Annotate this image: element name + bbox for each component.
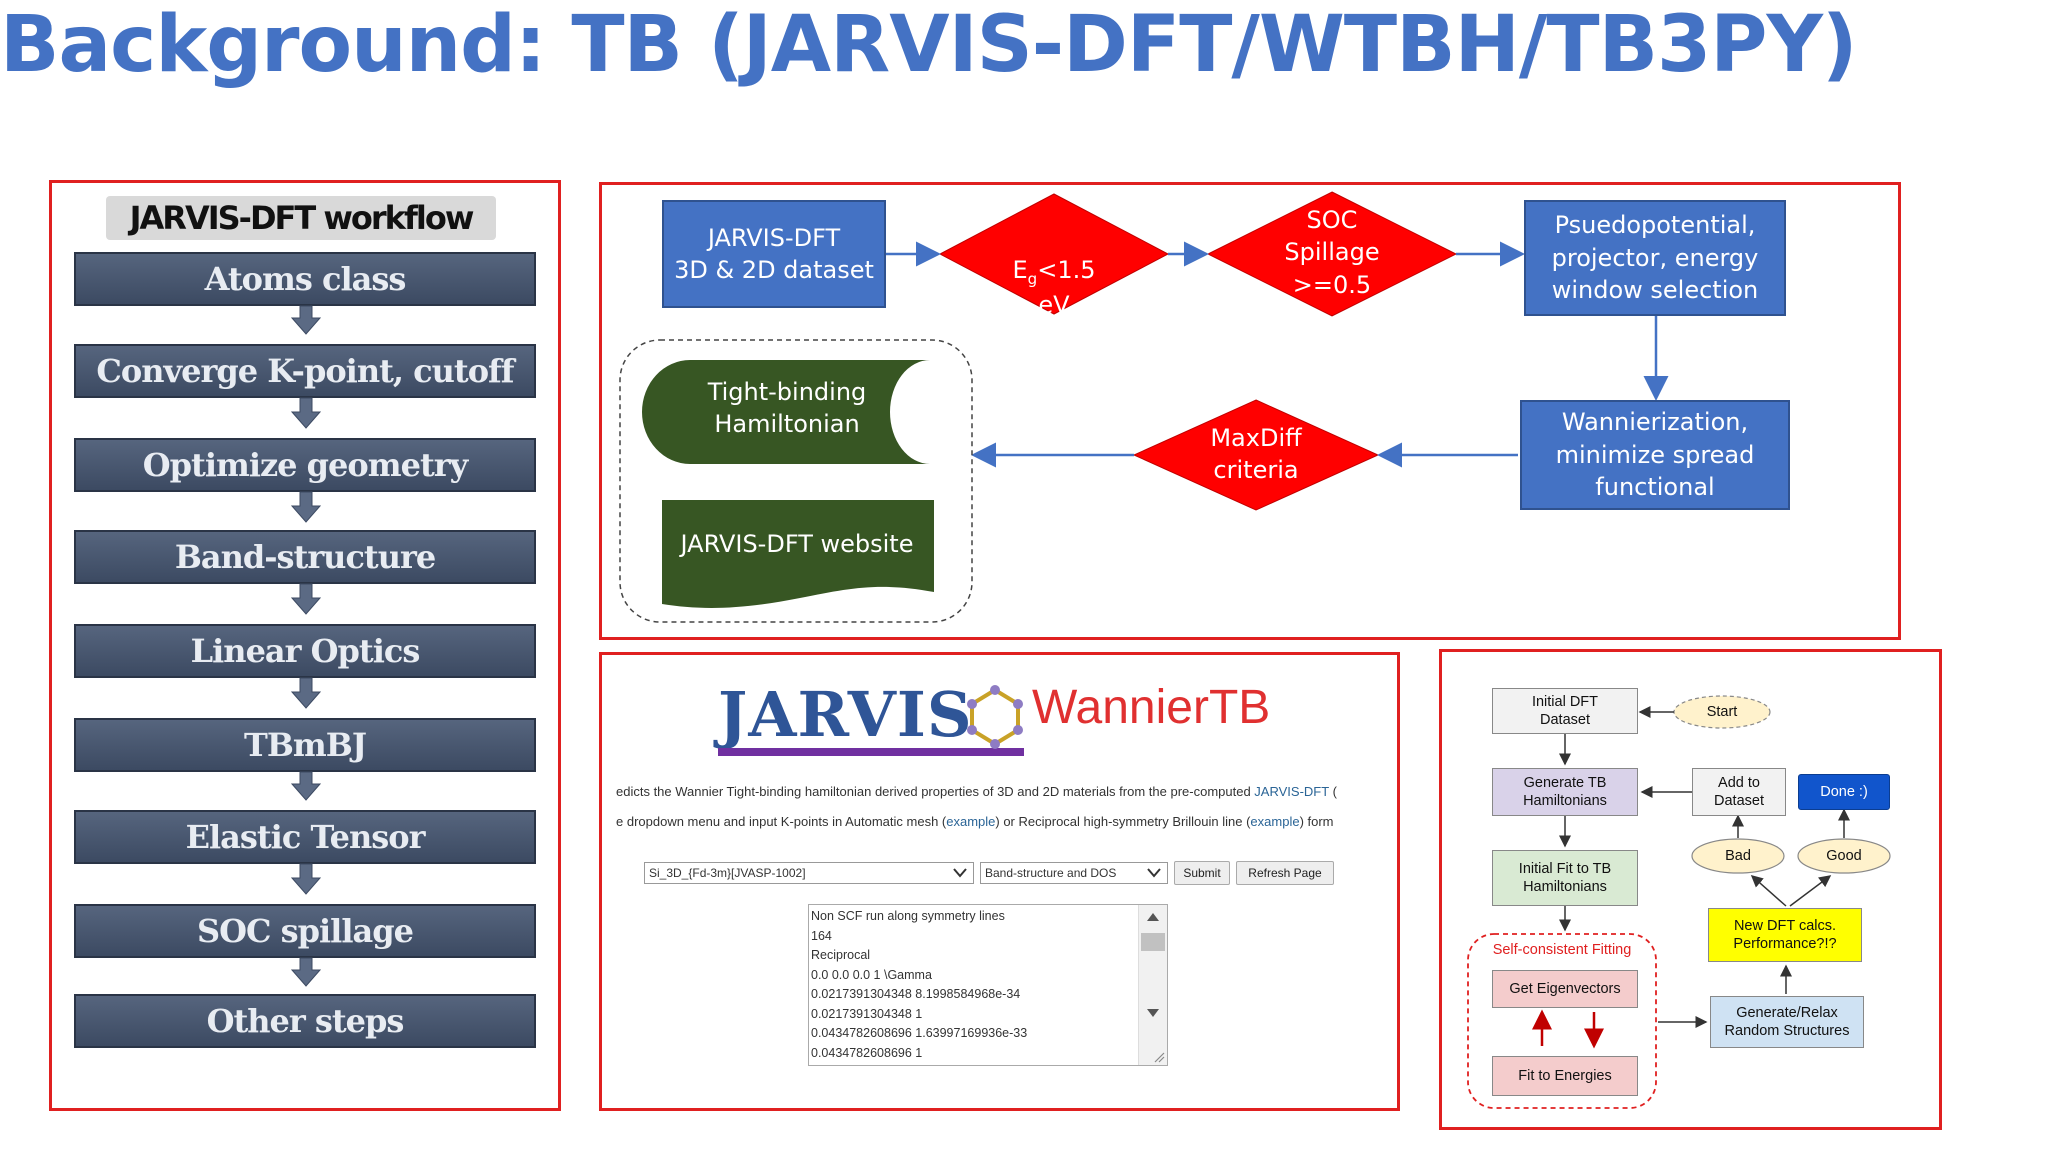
molecule-logo-icon — [967, 685, 1023, 749]
soc-diamond — [1206, 191, 1458, 317]
workflow-panel — [49, 180, 561, 1111]
workflow-step-other: Other steps — [74, 994, 536, 1048]
jarvis-logo-text: JARVIS — [718, 678, 973, 751]
resize-grip-icon[interactable] — [1153, 1051, 1165, 1063]
arrow-newdft-to-bad — [1750, 875, 1787, 907]
website-label: JARVIS-DFT website — [680, 530, 914, 558]
mode-select[interactable]: Band-structure and DOS — [980, 862, 1168, 884]
workflow-arrow — [290, 583, 322, 615]
kpoints-line: 0.0434782608696 1 — [811, 1045, 923, 1060]
example-link-reciprocal[interactable]: example — [1250, 814, 1300, 829]
initial-dft-dataset-box: Initial DFT Dataset — [1492, 688, 1638, 734]
workflow-step-linear-optics: Linear Optics — [74, 624, 536, 678]
instruction-text: e dropdown menu and input K-points in Au… — [616, 814, 947, 829]
workflow-arrow — [290, 957, 322, 987]
description-line-2: e dropdown menu and input K-points in Au… — [616, 814, 1370, 829]
material-select-value: Si_3D_{Fd-3m}[JVASP-1002] — [649, 866, 806, 880]
submit-button[interactable]: Submit — [1174, 861, 1230, 885]
initial-fit-box: Initial Fit to TB Hamiltonians — [1492, 850, 1638, 906]
mode-select-value: Band-structure and DOS — [985, 866, 1117, 880]
description-text: edicts the Wannier Tight-binding hamilto… — [616, 784, 1255, 799]
start-label: Start — [1706, 703, 1738, 720]
bad-oval — [1691, 838, 1785, 874]
refresh-page-button[interactable]: Refresh Page — [1236, 861, 1334, 885]
workflow-step-atoms-class: Atoms class — [74, 252, 536, 306]
tb3py-panel — [1439, 649, 1942, 1130]
add-to-dataset-box: Add to Dataset — [1692, 768, 1786, 816]
good-label: Good — [1826, 847, 1862, 864]
kpoints-line: 0.0217391304348 8.1998584968e-34 — [811, 987, 1021, 1001]
tb-hamiltonian-shape — [642, 360, 930, 464]
gap-diamond-label: Eg<1.5 eV — [980, 222, 1128, 322]
workflow-step-band-structure: Band-structure — [74, 530, 536, 584]
scroll-thumb[interactable] — [1141, 933, 1165, 951]
gap-subscript: g — [1027, 270, 1038, 289]
dataset-box: JARVIS-DFT 3D & 2D dataset — [662, 200, 886, 308]
instruction-text-2: ) or Reciprocal high-symmetry Brillouin … — [995, 814, 1251, 829]
scroll-down-icon[interactable] — [1147, 1009, 1159, 1017]
workflow-step-optimize: Optimize geometry — [74, 438, 536, 492]
website-shape — [662, 500, 934, 608]
tb-hamiltonian-label: Tight-binding Hamiltonian — [707, 378, 867, 439]
soc-diamond-label: SOC Spillage >=0.5 — [1284, 206, 1380, 299]
fit-to-energies-box: Fit to Energies — [1492, 1056, 1638, 1096]
material-select[interactable]: Si_3D_{Fd-3m}[JVASP-1002] — [644, 862, 974, 884]
workflow-arrow — [290, 863, 322, 895]
workflow-heading: JARVIS-DFT workflow — [106, 196, 496, 240]
workflow-step-elastic-tensor: Elastic Tensor — [74, 810, 536, 864]
generate-tb-box: Generate TB Hamiltonians — [1492, 768, 1638, 816]
chevron-down-icon — [1147, 868, 1161, 878]
workflow-arrow — [290, 491, 322, 523]
arrow-newdft-to-good — [1789, 875, 1832, 907]
slide-title: Background: TB (JARVIS-DFT/WTBH/TB3PY) — [0, 0, 1858, 90]
flowchart-graphics — [619, 191, 1669, 623]
jarvis-logo-underline — [718, 748, 1024, 756]
workflow-step-tbmbj: TBmBJ — [74, 718, 536, 772]
wanniertb-panel — [599, 652, 1400, 1111]
kpoints-line: Reciprocal — [811, 948, 871, 962]
workflow-arrow — [290, 771, 322, 801]
good-oval — [1797, 838, 1891, 874]
kpoints-line: 0.0217391304348 1 — [811, 1006, 923, 1021]
instruction-tail: ) form — [1299, 814, 1334, 829]
workflow-step-converge: Converge K-point, cutoff — [74, 344, 536, 398]
maxdiff-diamond-label: MaxDiff criteria — [1210, 424, 1302, 485]
self-consistent-label: Self-consistent Fitting — [1492, 941, 1632, 958]
output-group — [619, 339, 973, 623]
gap-threshold: <1.5 — [1037, 256, 1096, 285]
bad-label: Bad — [1725, 847, 1751, 864]
pseudopotential-box: Psuedopotential, projector, energy windo… — [1524, 200, 1786, 316]
workflow-arrow — [290, 677, 322, 709]
workflow-arrows — [290, 305, 322, 987]
wannierization-box: Wannierization, minimize spread function… — [1520, 400, 1790, 510]
textarea-scrollbar[interactable] — [1138, 905, 1167, 1065]
kpoints-line: 0.0 0.0 0.0 1 \Gamma — [811, 967, 932, 982]
jarvis-dft-link[interactable]: JARVIS-DFT — [1254, 784, 1329, 799]
description-tail: ( — [1328, 784, 1337, 799]
flowchart-panel — [599, 182, 1901, 640]
chevron-down-icon — [953, 868, 967, 878]
wanniertb-logo-text: WannierTB — [1032, 681, 1271, 734]
maxdiff-diamond — [1132, 399, 1380, 511]
gap-unit: eV — [1038, 291, 1070, 320]
description-line-1: edicts the Wannier Tight-binding hamilto… — [616, 784, 1370, 799]
workflow-arrow — [290, 397, 322, 429]
gap-symbol: E — [1012, 256, 1028, 285]
kpoints-line: Non SCF run along symmetry lines — [811, 909, 1005, 923]
scroll-up-icon[interactable] — [1147, 913, 1159, 921]
workflow-step-soc-spillage: SOC spillage — [74, 904, 536, 958]
workflow-arrow — [290, 305, 322, 335]
new-dft-calcs-box: New DFT calcs. Performance?!? — [1708, 908, 1862, 962]
done-box: Done :) — [1798, 774, 1890, 810]
self-consistent-group — [1467, 933, 1657, 1109]
kpoints-line: 164 — [811, 928, 832, 943]
gap-diamond — [938, 193, 1170, 315]
get-eigenvectors-box: Get Eigenvectors — [1492, 970, 1638, 1008]
kpoints-textarea[interactable]: Non SCF run along symmetry lines 164 Rec… — [808, 904, 1168, 1066]
kpoints-line: 0.0434782608696 1.63997169936e-33 — [811, 1026, 1028, 1040]
example-link-automatic[interactable]: example — [946, 814, 996, 829]
generate-relax-box: Generate/Relax Random Structures — [1710, 996, 1864, 1048]
